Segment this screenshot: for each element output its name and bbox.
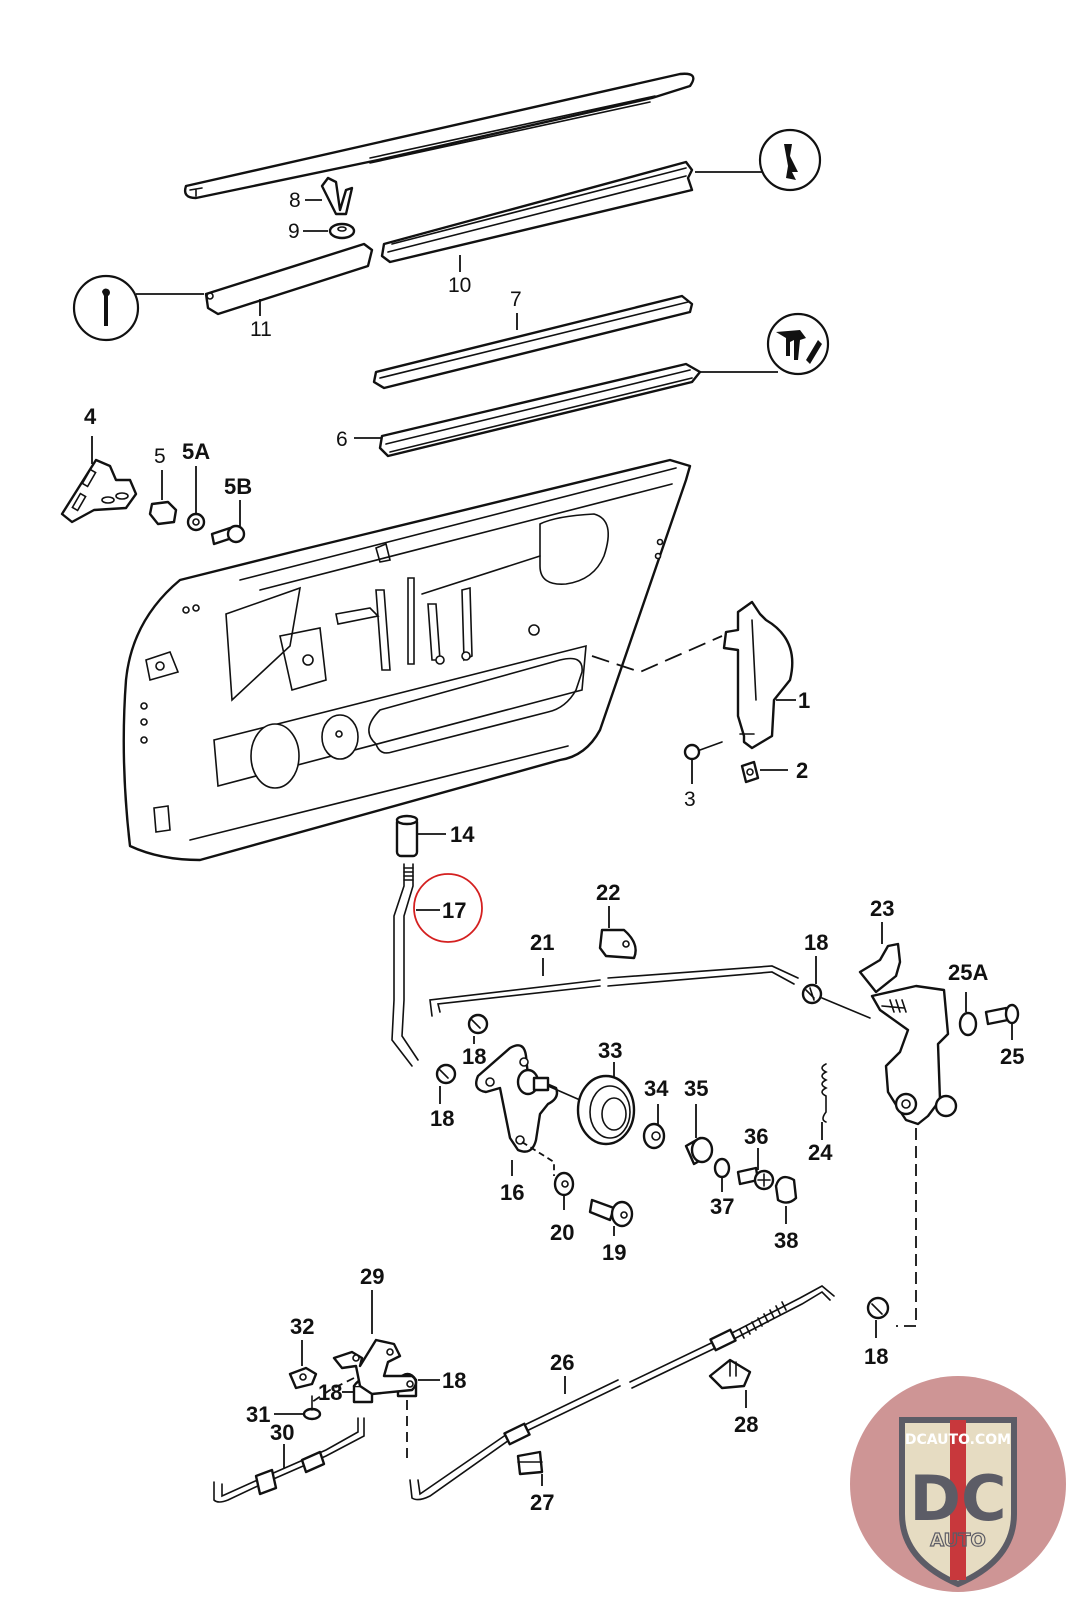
label-33: 33 bbox=[598, 1038, 622, 1063]
part-17-lock-rod[interactable]: 17 bbox=[391, 863, 466, 1067]
label-18-a: 18 bbox=[804, 930, 828, 955]
watermark-site-text: DCAUTO.COM bbox=[905, 1432, 1011, 1448]
part-3-screw[interactable]: 3 bbox=[683, 741, 723, 811]
label-10: 10 bbox=[448, 274, 471, 297]
label-14: 14 bbox=[450, 822, 475, 847]
part-5-nut[interactable]: 5 bbox=[148, 445, 178, 526]
label-5b: 5B bbox=[224, 474, 252, 499]
part-8-clip[interactable]: 8 bbox=[289, 176, 354, 216]
part-18-clip-b[interactable]: 18 bbox=[462, 1013, 489, 1069]
label-37: 37 bbox=[710, 1194, 734, 1219]
part-22-rod-guide[interactable]: 22 bbox=[596, 880, 637, 960]
label-2: 2 bbox=[796, 758, 808, 783]
part-38-cap[interactable]: 38 bbox=[774, 1175, 798, 1253]
label-38: 38 bbox=[774, 1228, 798, 1253]
label-31: 31 bbox=[246, 1402, 270, 1427]
part-36-screw[interactable]: 36 bbox=[736, 1124, 775, 1191]
part-29-bracket[interactable]: 29 bbox=[311, 1264, 418, 1403]
seal-profile-icon bbox=[102, 288, 110, 326]
label-8: 8 bbox=[289, 189, 301, 212]
label-18-e: 18 bbox=[318, 1380, 342, 1405]
label-3: 3 bbox=[684, 788, 696, 811]
label-36: 36 bbox=[744, 1124, 768, 1149]
part-31-screw[interactable]: 31 bbox=[246, 1395, 322, 1427]
part-27-cable-clip[interactable]: 27 bbox=[516, 1450, 554, 1515]
part-11-end-seal[interactable]: 11 bbox=[136, 242, 374, 341]
label-11: 11 bbox=[250, 318, 272, 341]
label-16: 16 bbox=[500, 1180, 524, 1205]
part-34-washer[interactable]: 34 bbox=[642, 1076, 669, 1150]
part-35-bushing[interactable]: 35 bbox=[684, 1076, 714, 1166]
part-24-spring[interactable]: 24 bbox=[808, 1063, 833, 1165]
part-28-cable-holder[interactable]: 28 bbox=[708, 1358, 758, 1437]
part-18-clip-a[interactable]: 18 bbox=[801, 930, 871, 1019]
part-7-window-strip[interactable]: 7 bbox=[372, 288, 694, 390]
label-20: 20 bbox=[550, 1220, 574, 1245]
dcauto-watermark-logo: DCAUTO.COM DC AUTO bbox=[850, 1376, 1066, 1592]
label-5a: 5A bbox=[182, 439, 210, 464]
label-28: 28 bbox=[734, 1412, 758, 1437]
part-13-trim-strip[interactable] bbox=[183, 72, 695, 200]
part-26-cable[interactable]: 26 bbox=[409, 1285, 835, 1501]
label-1: 1 bbox=[798, 688, 810, 713]
seal-profile-icon bbox=[776, 330, 822, 364]
label-25: 25 bbox=[1000, 1044, 1024, 1069]
label-5: 5 bbox=[154, 445, 166, 468]
label-6: 6 bbox=[336, 428, 348, 451]
watermark-letters: DC bbox=[910, 1462, 1007, 1535]
label-21: 21 bbox=[530, 930, 554, 955]
part-10-outer-seal[interactable]: 10 bbox=[380, 160, 762, 297]
part-32-clip-nut[interactable]: 32 bbox=[288, 1314, 318, 1390]
door-shell[interactable] bbox=[122, 458, 692, 862]
part-16-bearing-plate[interactable]: 16 bbox=[475, 1044, 581, 1205]
label-17: 17 bbox=[442, 898, 466, 923]
label-18-c: 18 bbox=[430, 1106, 454, 1131]
part-19-socket-screw[interactable]: 19 bbox=[588, 1198, 634, 1265]
part-20-washer[interactable]: 20 bbox=[550, 1171, 574, 1245]
part-21-connecting-rod[interactable]: 21 bbox=[429, 930, 799, 1017]
label-34: 34 bbox=[644, 1076, 669, 1101]
part-33-pulley[interactable]: 33 bbox=[576, 1038, 636, 1146]
part-5a-washer[interactable]: 5A bbox=[182, 439, 210, 532]
label-27: 27 bbox=[530, 1490, 554, 1515]
profile-symbol-left bbox=[72, 274, 140, 342]
label-7: 7 bbox=[510, 288, 522, 311]
part-37-lock-washer[interactable]: 37 bbox=[710, 1157, 734, 1219]
label-22: 22 bbox=[596, 880, 620, 905]
label-18-f: 18 bbox=[442, 1368, 466, 1393]
seal-profile-icon bbox=[784, 144, 798, 180]
label-19: 19 bbox=[602, 1240, 626, 1265]
label-24: 24 bbox=[808, 1140, 833, 1165]
part-4-hinge-plate[interactable]: 4 bbox=[60, 404, 138, 524]
part-1-lock-bracket[interactable]: 1 bbox=[722, 600, 810, 750]
label-18-d: 18 bbox=[864, 1344, 888, 1369]
label-26: 26 bbox=[550, 1350, 574, 1375]
label-35: 35 bbox=[684, 1076, 708, 1101]
part-5b-bolt[interactable]: 5B bbox=[210, 474, 252, 546]
label-4: 4 bbox=[84, 404, 97, 429]
label-18-b: 18 bbox=[462, 1044, 486, 1069]
label-25a: 25A bbox=[948, 960, 988, 985]
watermark-subtext: AUTO bbox=[930, 1530, 986, 1551]
label-29: 29 bbox=[360, 1264, 384, 1289]
part-18-clip-d[interactable]: 18 bbox=[864, 1296, 890, 1369]
profile-symbol-lower-right bbox=[766, 312, 830, 376]
part-2-clip-nut[interactable]: 2 bbox=[740, 758, 808, 784]
part-25-bolt[interactable]: 25 bbox=[984, 1003, 1024, 1069]
label-23: 23 bbox=[870, 896, 894, 921]
part-9-grommet[interactable]: 9 bbox=[288, 220, 356, 243]
label-32: 32 bbox=[290, 1314, 314, 1339]
label-9: 9 bbox=[288, 220, 300, 243]
profile-symbol-upper-right bbox=[758, 128, 822, 192]
label-30: 30 bbox=[270, 1420, 294, 1445]
part-14-lock-knob[interactable]: 14 bbox=[395, 814, 475, 858]
highlight-circle-17 bbox=[413, 873, 483, 943]
mounting-line-1 bbox=[591, 635, 723, 673]
part-25a-washer[interactable]: 25A bbox=[948, 960, 988, 1037]
part-18-clip-c[interactable]: 18 bbox=[430, 1063, 457, 1131]
part-6-inner-seal[interactable]: 6 bbox=[336, 362, 778, 458]
part-30-pull-rod[interactable]: 30 bbox=[213, 1417, 365, 1503]
part-23-door-lock[interactable]: 23 bbox=[858, 896, 958, 1327]
